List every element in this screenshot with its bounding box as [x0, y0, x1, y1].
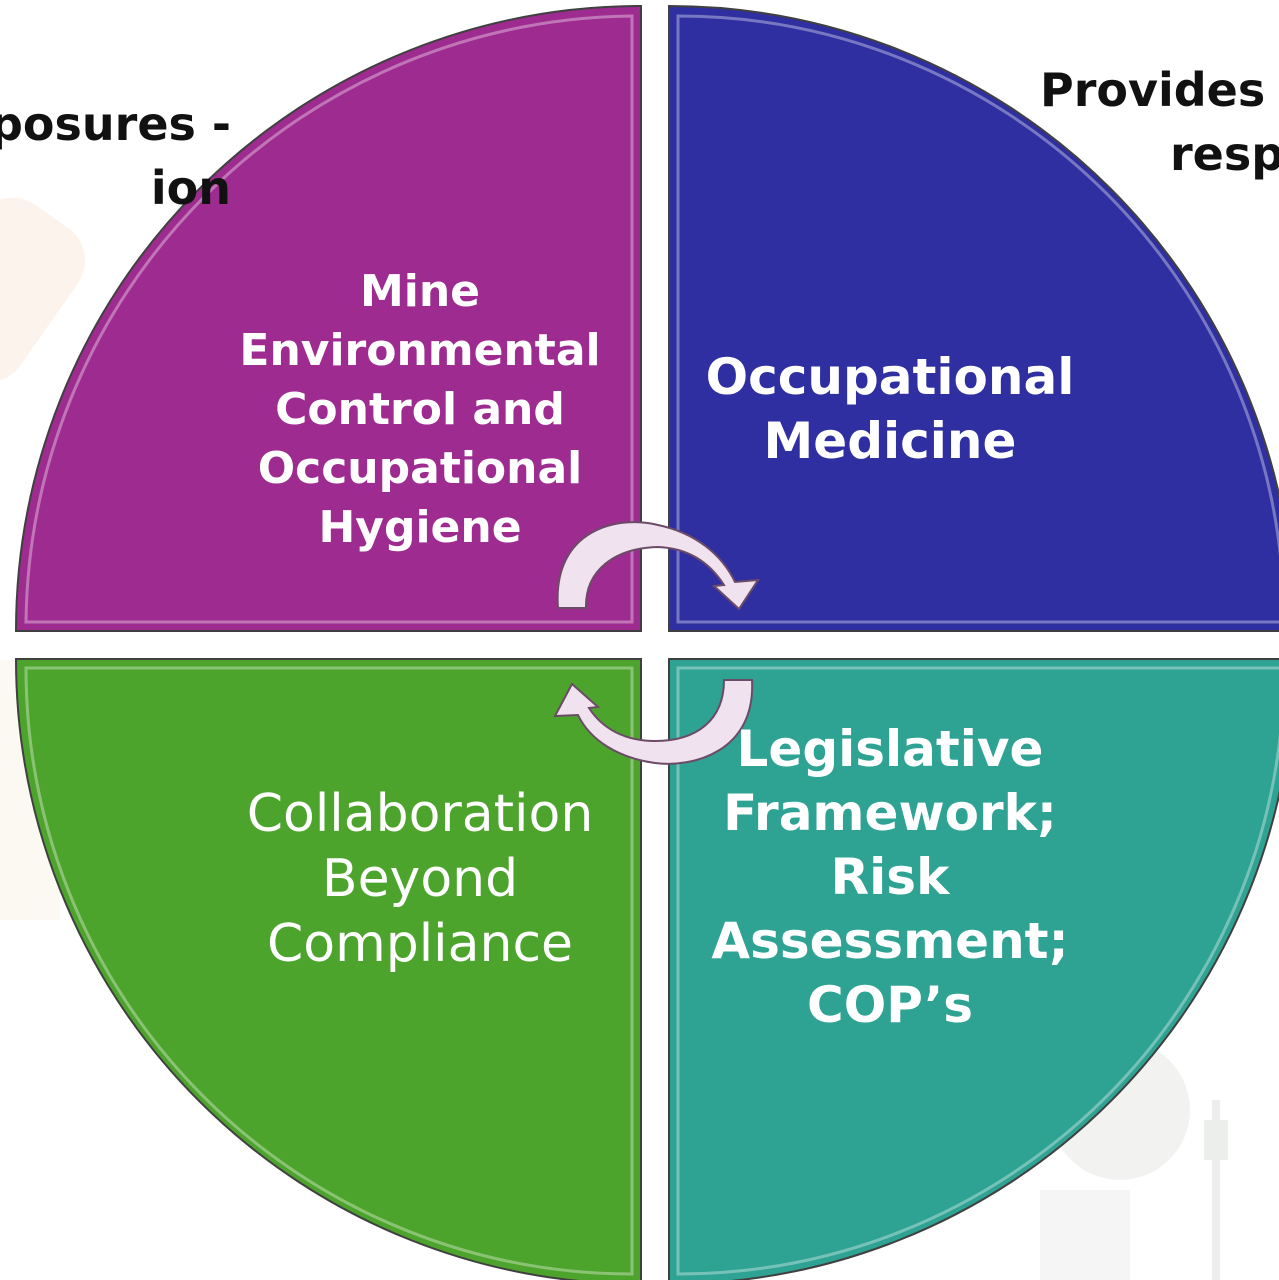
cycle-arrow-bottom-icon — [553, 679, 754, 765]
label-line: Assessment; — [711, 912, 1069, 970]
right-edge-caption: Provides t resp — [1040, 58, 1279, 186]
left-caption-line-2: ion — [150, 161, 232, 215]
label-mine-environmental-control: Mine Environmental Control and Occupatio… — [220, 262, 620, 557]
left-caption-line-1: posures - — [0, 97, 232, 151]
right-caption-line-1: Provides t — [1040, 63, 1279, 117]
quadrant-rim-bottom-right — [676, 666, 1279, 1276]
label-line: Occupational — [705, 348, 1075, 406]
label-line: Risk — [830, 848, 950, 906]
label-line: Framework; — [723, 784, 1057, 842]
right-caption-line-2: resp — [1170, 127, 1279, 181]
quadrant-occupational-medicine — [668, 4, 1279, 632]
quadrant-collaboration-beyond-compliance — [14, 658, 642, 1280]
label-line: Medicine — [763, 412, 1017, 470]
label-line: Collaboration — [246, 784, 594, 844]
quadrant-rim-top-right — [676, 14, 1279, 624]
quadrant-legislative-framework — [668, 658, 1279, 1280]
label-line: Hygiene — [318, 502, 522, 553]
label-legislative-framework: Legislative Framework; Risk Assessment; … — [690, 717, 1090, 1037]
label-line: Control and — [275, 384, 565, 435]
label-line: Environmental — [239, 325, 601, 376]
left-edge-caption: posures - ion — [0, 92, 231, 220]
label-line: Mine — [359, 266, 481, 317]
cycle-arrow-top-icon — [556, 521, 760, 611]
label-line: Beyond — [321, 849, 519, 909]
label-collaboration-beyond-compliance: Collaboration Beyond Compliance — [220, 782, 620, 977]
label-occupational-medicine: Occupational Medicine — [690, 345, 1090, 473]
quadrant-rim-bottom-left — [24, 666, 634, 1276]
label-line: Legislative — [736, 720, 1044, 778]
label-line: Occupational — [257, 443, 583, 494]
label-line: Compliance — [266, 914, 574, 974]
quadrant-mine-environmental-control — [14, 4, 642, 632]
quadrant-rim-top-left — [24, 14, 634, 624]
label-line: COP’s — [807, 976, 973, 1034]
